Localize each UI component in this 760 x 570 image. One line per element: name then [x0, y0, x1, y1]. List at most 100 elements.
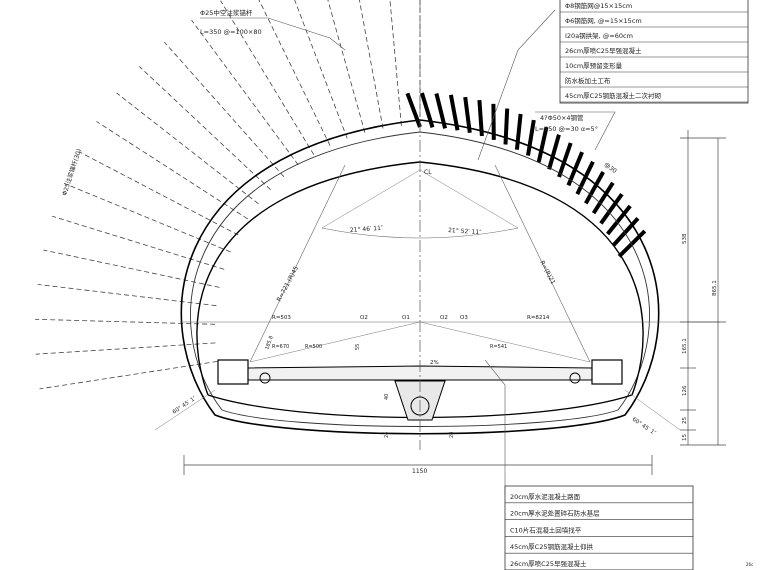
advance-steel-pipes — [405, 92, 647, 258]
anchor-bolt — [35, 342, 216, 355]
radius-line-right — [494, 164, 591, 363]
slope-right: 60° 45′ 1″ — [631, 417, 657, 437]
arc-right-a: R=8214 — [527, 315, 550, 321]
primary-support-line — [190, 131, 650, 427]
advance-pipe — [547, 134, 561, 170]
advance-pipe — [477, 99, 484, 137]
anchor-bolt — [39, 361, 218, 390]
leader-top-right — [477, 9, 556, 161]
anchor-bolt — [37, 284, 217, 307]
corner-mark: 26c — [746, 562, 753, 567]
anchor-bolt — [359, 0, 384, 129]
angle-arc — [321, 227, 519, 239]
dim-right-5: 25 — [682, 417, 688, 424]
advance-pipe — [617, 229, 647, 258]
anchor-bolt — [258, 0, 331, 146]
anchor-bolt — [191, 19, 299, 166]
anchor-bolt — [139, 66, 271, 190]
leader-top-left — [200, 17, 346, 51]
side-drain-left — [259, 372, 271, 384]
radial-anchor-bolts — [35, 0, 421, 390]
legend-top-row-7: 45cm厚C25钢筋混凝土二次衬砌 — [565, 91, 661, 100]
legend-top-row-4: 26cm厚喷C25早强混凝土 — [565, 46, 642, 55]
anchor-bolt — [164, 41, 285, 177]
anchor-bolt — [78, 151, 239, 236]
angle-ray-left — [321, 169, 421, 229]
invert-chord-left — [249, 321, 421, 363]
advance-pipe — [599, 193, 624, 225]
legend-top-row-1: Φ8钢筋网@15×15cm — [565, 1, 632, 10]
anchor-bolt — [43, 249, 220, 288]
advance-pipe — [591, 181, 615, 215]
anchor-bolt — [52, 215, 225, 270]
anchor-bolt — [220, 0, 315, 155]
advance-pipe — [526, 119, 536, 156]
anchor-bolt — [63, 182, 231, 253]
anchor-bolt — [327, 0, 366, 133]
misc-h4: 28 — [449, 432, 455, 438]
pipe-spacing: @30 — [603, 161, 618, 175]
leader-pipe — [535, 111, 616, 151]
misc-h5: 185.8 — [264, 335, 275, 351]
anchor-bolt — [294, 0, 348, 139]
legend-bottom-table: 20cm厚水泥混凝土路面20cm厚水泥处置碎石防水基层C10片石混凝土回填找平4… — [504, 485, 694, 570]
dim-right-2: 865.1 — [712, 280, 718, 296]
advance-pipe — [606, 204, 632, 236]
misc-h3: 24 — [384, 432, 390, 438]
slope-left: 60° 45′ 1″ — [172, 396, 198, 416]
advance-pipe — [503, 108, 510, 145]
dim-right-3: 165.1 — [682, 338, 688, 354]
advance-pipe — [419, 92, 435, 128]
outer-lining-boundary — [180, 119, 660, 435]
misc-small-a: R=670 — [272, 344, 289, 350]
dim-right-1: 538 — [682, 233, 688, 244]
center-mark-4: O3 — [460, 315, 468, 321]
leader-top-left-line2: L=350 @=100×80 — [200, 28, 262, 36]
misc-small-b: R=500 — [305, 344, 322, 350]
slope-ray-right — [624, 389, 681, 431]
advance-pipe — [612, 217, 640, 247]
anchor-bolt — [96, 121, 248, 220]
width-total: 1150 — [412, 468, 427, 475]
misc-h1: 55 — [355, 344, 361, 350]
misc-slope: 2% — [430, 360, 439, 366]
misc-small-c: R=541 — [490, 344, 507, 350]
advance-pipe — [584, 171, 605, 205]
center-mark-1: O2 — [360, 315, 368, 321]
advance-pipe — [536, 126, 549, 163]
radius-line-left — [249, 164, 346, 363]
anchor-bolt — [35, 318, 216, 325]
advance-pipe — [463, 96, 472, 134]
arc-left-a: R=503 — [272, 315, 291, 321]
advance-pipe — [514, 113, 523, 150]
leader-top-left-line1: Φ25中空注浆锚杆 — [200, 8, 253, 17]
cable-trench-right — [591, 359, 623, 385]
angle-right: 21° 52′ 11″ — [448, 227, 482, 236]
legend-bottom-row-4: 45cm厚C25钢筋混凝土仰拱 — [510, 542, 593, 551]
legend-bottom-row-1: 20cm厚水泥混凝土路面 — [510, 492, 581, 501]
leader-pipe-line2: L=450 @=30 α=5° — [535, 125, 598, 133]
legend-top-row-6: 防水板加土工布 — [565, 76, 611, 85]
invert-chord-right — [419, 321, 591, 363]
legend-top-row-5: 10cm厚预留变形量 — [565, 61, 623, 70]
angle-left: 21° 46′ 11″ — [350, 225, 384, 234]
center-mark-3: O2 — [440, 315, 448, 321]
dim-right-6: 15 — [682, 434, 688, 441]
legend-top-row-3: I20a钢拱架, @=60cm — [565, 31, 633, 40]
angle-ray-right — [419, 169, 519, 229]
legend-bottom-row-5: 26cm厚喷C25早强混凝土 — [510, 559, 587, 568]
advance-pipe — [557, 142, 573, 178]
misc-h2: 40 — [384, 394, 390, 400]
side-drain-right — [569, 372, 581, 384]
advance-pipe — [448, 94, 460, 131]
cable-trench-left — [217, 359, 249, 385]
anchor-bolt — [389, 0, 402, 126]
leader-pipe-line1: 4?Φ50×4钢管 — [540, 113, 584, 122]
legend-top-row-2: Φ6钢筋网, @=15×15cm — [565, 16, 642, 25]
radius-right: R=(R)21 — [538, 260, 556, 286]
legend-bottom-row-2: 20cm厚水泥处置碎石防水基层 — [510, 509, 600, 518]
leader-bottom — [484, 359, 506, 495]
anchor-bolt — [116, 92, 259, 205]
